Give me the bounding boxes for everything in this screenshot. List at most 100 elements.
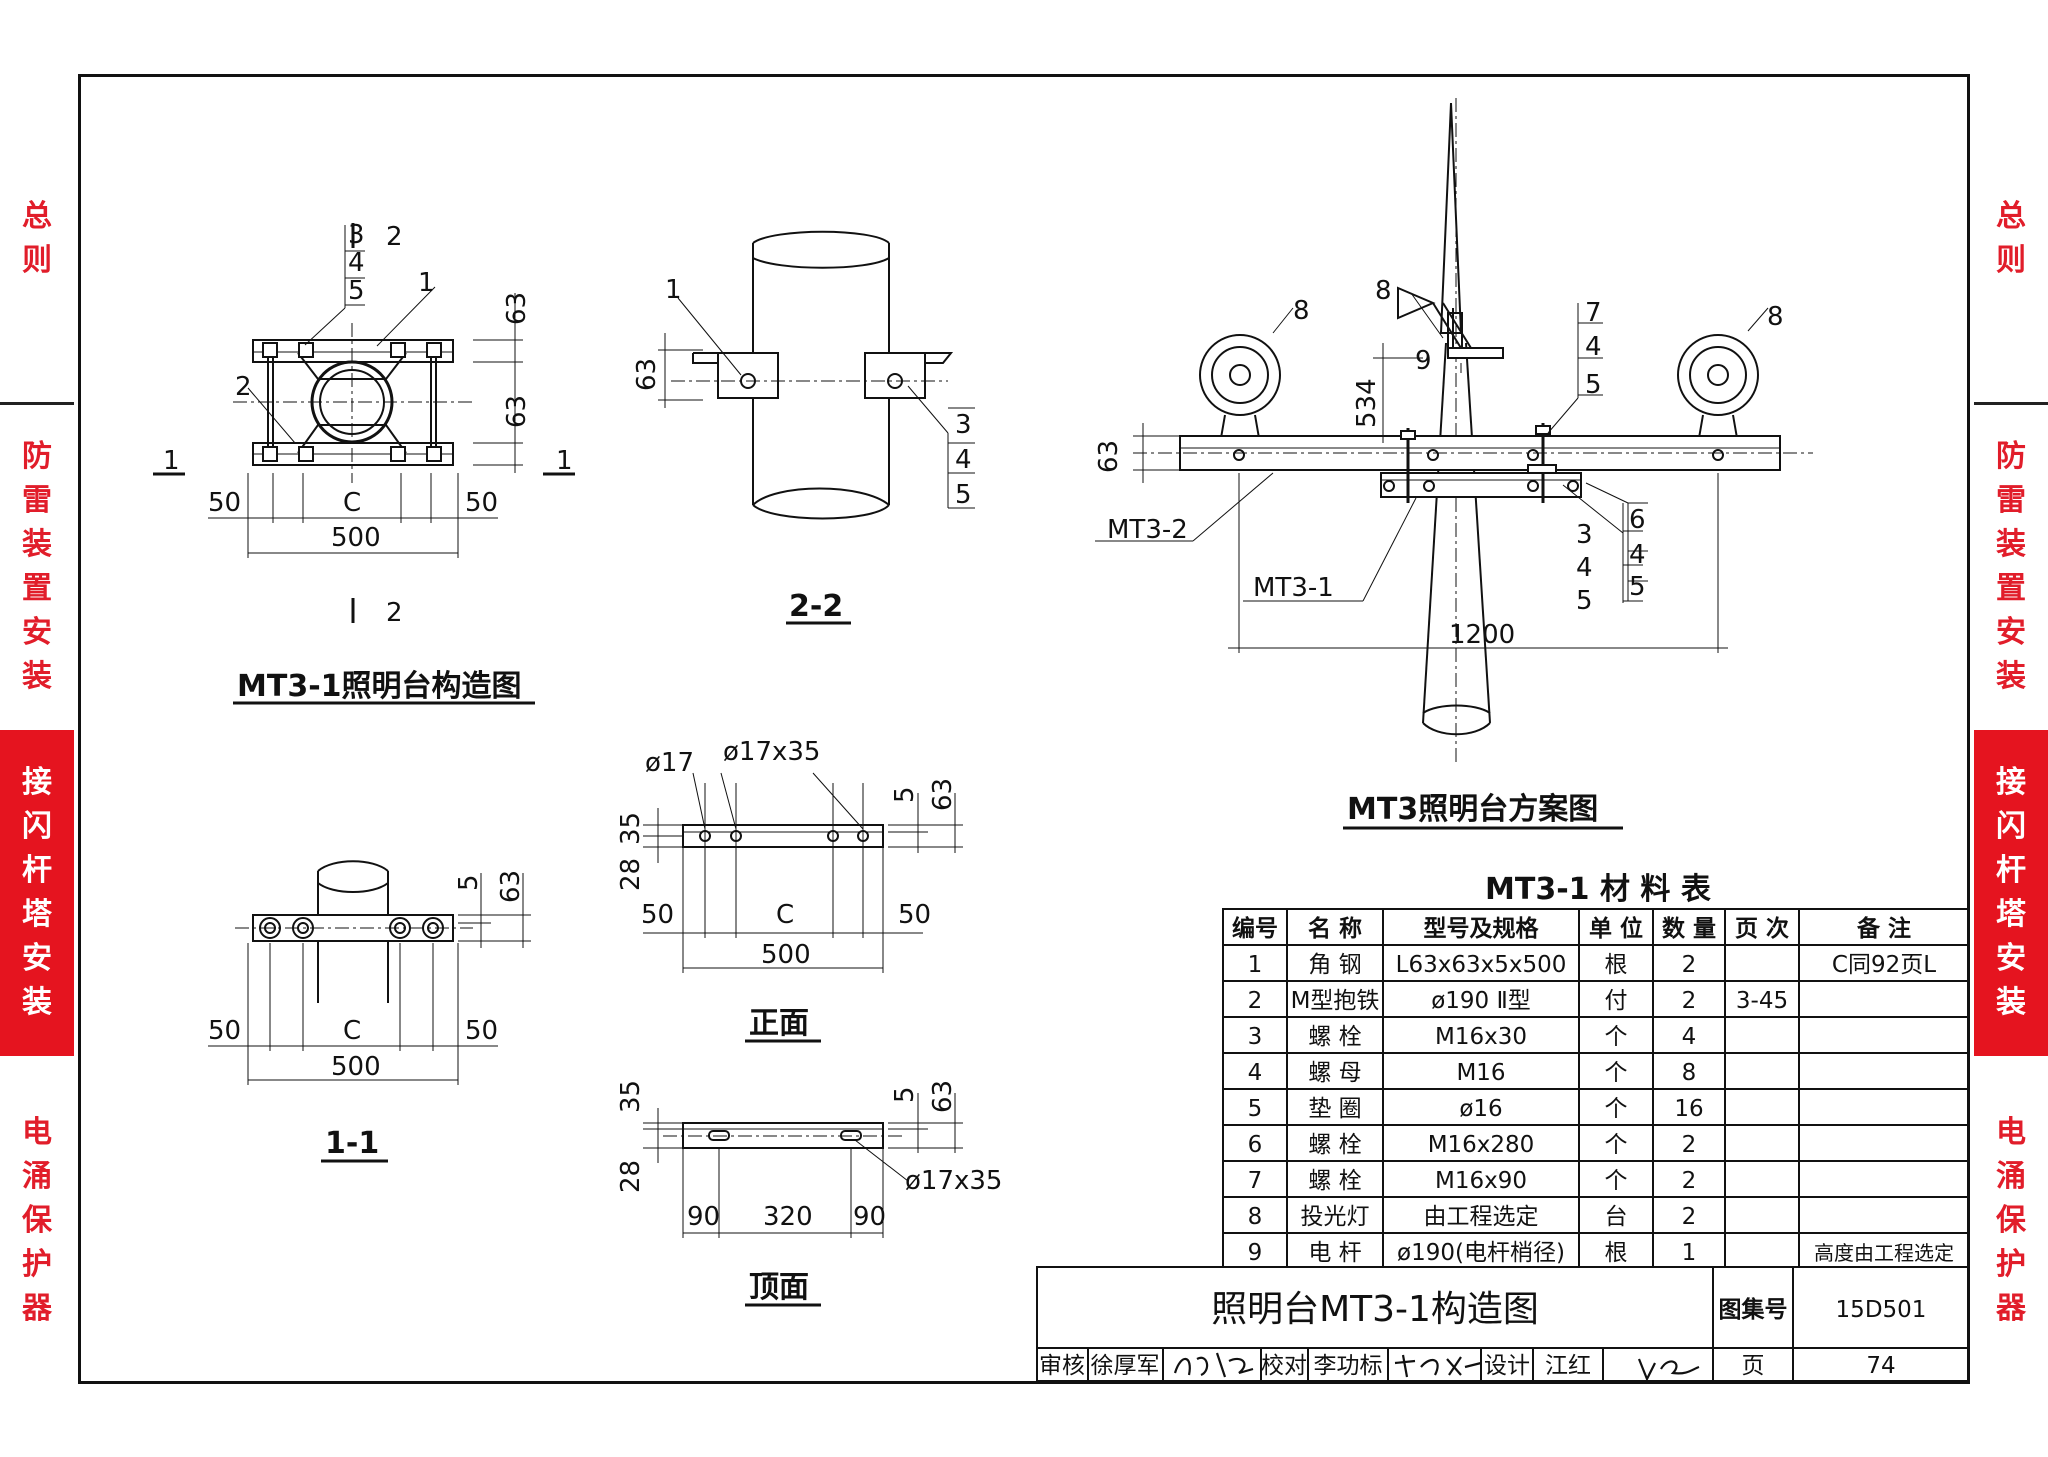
mt31-label-4: 4 [348, 248, 365, 278]
left-tab-surge[interactable]: 电涌保护器 [0, 1058, 74, 1384]
table-cell: C同92页L [1832, 952, 1936, 978]
drawing-sheet: 3 4 5 2 1 2 1 1 2 63 63 50 C 50 500 1 63… [78, 74, 1970, 1384]
right-tab-lightning-label: 防雷装置安装 [1996, 439, 2026, 694]
mt31-label-3: 3 [348, 220, 365, 250]
table-header-qty: 数 量 [1662, 916, 1716, 942]
mt31-plan-view [153, 223, 575, 623]
front-dim-63: 63 [928, 778, 958, 811]
mt31-section-2-bottom: 2 [386, 598, 403, 628]
mt31-dim-50-right: 50 [465, 488, 498, 518]
table-cell: 个 [1605, 1096, 1628, 1122]
scheme-label-7: 7 [1585, 298, 1602, 328]
mt31-dim-50-left: 50 [208, 488, 241, 518]
scheme-dim-1200: 1200 [1449, 620, 1515, 650]
title-section-1-1: 1-1 [325, 1126, 379, 1161]
section-2-2-view [658, 230, 975, 520]
scheme-label-8-right: 8 [1767, 302, 1784, 332]
title-mt3-scheme: MT3照明台方案图 [1347, 792, 1598, 827]
table-header-remark: 备 注 [1856, 915, 1911, 942]
table-cell: 根 [1605, 952, 1628, 978]
signature-reviewer [1173, 1352, 1254, 1378]
right-tab-rod-tower[interactable]: 接闪杆塔安装 [1974, 730, 2048, 1056]
mt31-dim-500: 500 [331, 523, 381, 553]
sec11-dim-5: 5 [454, 874, 484, 891]
left-tab-divider [0, 402, 74, 405]
scheme-label-8-center: 8 [1375, 276, 1392, 306]
front-dim-5: 5 [890, 786, 920, 803]
title-section-2-2: 2-2 [789, 589, 843, 624]
table-row: 9 电 杆 ø190(电杆梢径) 根 1 高度由工程选定 [1248, 1240, 1954, 1266]
mt3-scheme-view [1095, 98, 1813, 763]
table-cell: 2 [1682, 1168, 1697, 1194]
title-mt31-construction: MT3-1照明台构造图 [237, 669, 522, 704]
right-tab-lightning[interactable]: 防雷装置安装 [1974, 406, 2048, 728]
scheme-label-4c: 4 [1629, 540, 1646, 570]
sec11-dim-500: 500 [331, 1052, 381, 1082]
top-dim-90-right: 90 [853, 1202, 886, 1232]
left-tab-rod-tower[interactable]: 接闪杆塔安装 [0, 730, 74, 1056]
table-cell: 螺 栓 [1308, 1168, 1361, 1194]
sec11-dim-63: 63 [496, 870, 526, 903]
material-table-title: MT3-1 材 料 表 [1485, 872, 1711, 907]
sec22-label-3: 3 [955, 410, 972, 440]
title-block-design-label: 设计 [1484, 1353, 1530, 1379]
scheme-label-8-left: 8 [1293, 296, 1310, 326]
front-dim-50-right: 50 [898, 900, 931, 930]
right-tab-rod-tower-label: 接闪杆塔安装 [1996, 765, 2026, 1020]
table-cell: 2 [1682, 1132, 1697, 1158]
left-tab-general[interactable]: 总则 [0, 76, 74, 402]
left-tab-lightning[interactable]: 防雷装置安装 [0, 406, 74, 728]
scheme-label-6: 6 [1629, 505, 1646, 535]
right-tab-surge[interactable]: 电涌保护器 [1974, 1058, 2048, 1384]
table-row: 2 M型抱铁 ø190 Ⅱ型 付 2 3-45 [1248, 988, 1788, 1014]
right-tab-general[interactable]: 总则 [1974, 76, 2048, 402]
table-cell: 付 [1605, 988, 1628, 1014]
title-block-check-label: 校对 [1261, 1353, 1307, 1379]
scheme-label-4a: 4 [1585, 332, 1602, 362]
mt31-label-2: 2 [235, 372, 252, 402]
scheme-label-5c: 5 [1629, 572, 1646, 602]
table-row: 7 螺 栓 M16x90 个 2 [1248, 1168, 1697, 1194]
top-dim-5: 5 [890, 1086, 920, 1103]
table-cell: 台 [1605, 1204, 1628, 1230]
table-cell: 1 [1248, 952, 1263, 978]
table-cell: 角 钢 [1308, 952, 1361, 978]
top-phi17x35: ø17x35 [905, 1166, 1002, 1196]
table-cell: 8 [1682, 1060, 1697, 1086]
table-header-no: 编号 [1232, 915, 1278, 942]
table-cell: 2 [1682, 1204, 1697, 1230]
table-cell: 高度由工程选定 [1814, 1241, 1954, 1265]
right-tab-surge-label: 电涌保护器 [1996, 1115, 2026, 1326]
left-tab-rod-tower-label: 接闪杆塔安装 [22, 765, 52, 1020]
table-row: 6 螺 栓 M16x280 个 2 [1248, 1132, 1697, 1158]
mt31-dim-c: C [343, 488, 361, 518]
table-cell: 投光灯 [1301, 1204, 1370, 1230]
front-dim-35: 35 [616, 812, 646, 845]
left-tab-general-label: 总则 [22, 199, 52, 278]
front-dim-28: 28 [616, 858, 646, 891]
table-row: 3 螺 栓 M16x30 个 4 [1248, 1024, 1697, 1050]
scheme-label-5a: 5 [1585, 370, 1602, 400]
table-cell: 7 [1248, 1168, 1263, 1194]
left-tab-lightning-label: 防雷装置安装 [22, 439, 52, 694]
scheme-label-mt31: MT3-1 [1253, 573, 1334, 603]
title-block-designer: 江红 [1545, 1353, 1591, 1379]
table-cell: 2 [1682, 988, 1697, 1014]
table-cell: 螺 母 [1308, 1060, 1361, 1086]
table-header-name: 名 称 [1308, 915, 1362, 942]
right-tab-general-label: 总则 [1996, 199, 2026, 278]
table-header-spec: 型号及规格 [1424, 915, 1540, 942]
table-cell: 螺 栓 [1308, 1132, 1361, 1158]
scheme-label-4b: 4 [1576, 553, 1593, 583]
title-top: 顶面 [749, 1270, 809, 1305]
scheme-label-5b: 5 [1576, 586, 1593, 616]
mt31-dim-63-bottom: 63 [502, 395, 532, 428]
top-view [643, 1093, 963, 1238]
table-header-page: 页 次 [1735, 915, 1789, 942]
table-cell: 个 [1605, 1024, 1628, 1050]
table-cell: ø190(电杆梢径) [1397, 1240, 1565, 1266]
front-view [643, 772, 963, 973]
table-cell: 3-45 [1736, 988, 1788, 1014]
mt31-section-2-top: 2 [386, 222, 403, 252]
front-phi17: ø17 [645, 748, 694, 778]
